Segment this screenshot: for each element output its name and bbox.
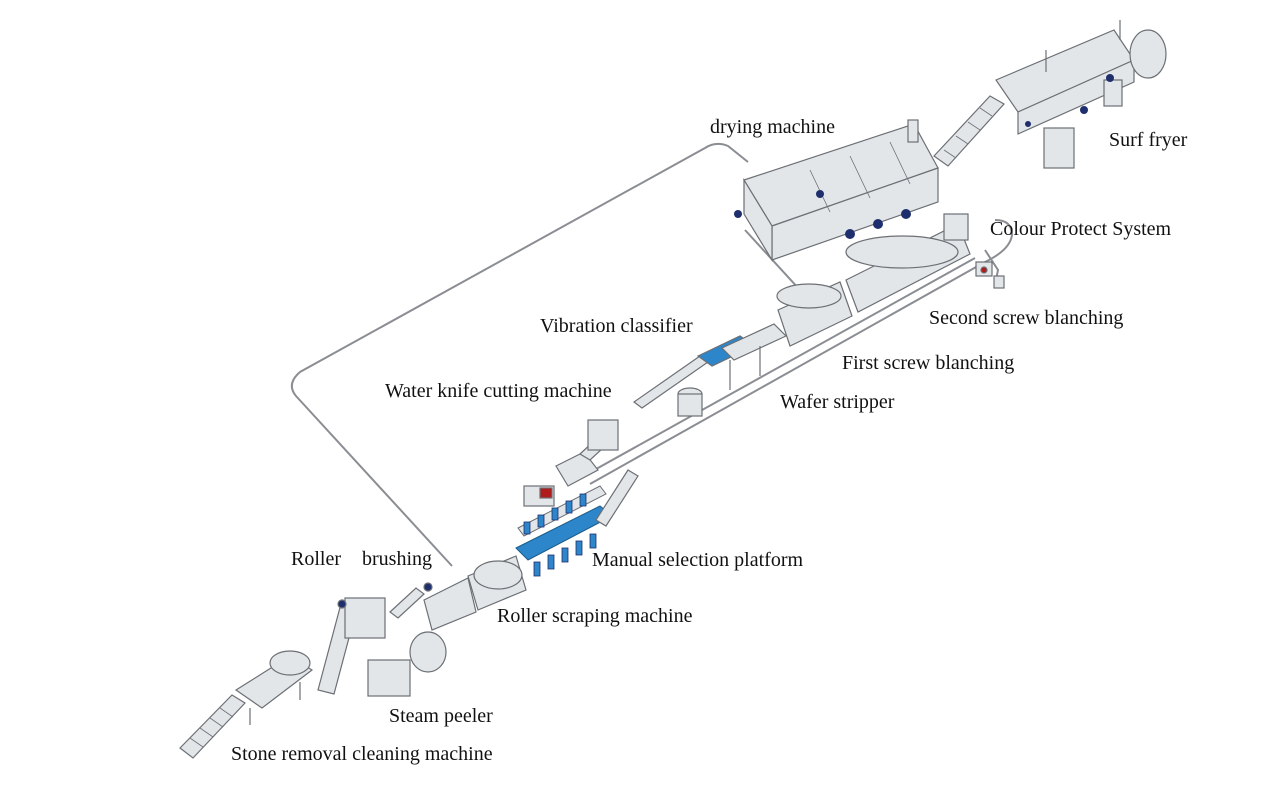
vibration-classifier-label: Vibration classifier — [540, 315, 693, 337]
colour-protect-system-label: Colour Protect System — [990, 218, 1172, 240]
brushing-label: brushing — [362, 548, 432, 570]
vibration-classifier — [632, 323, 788, 417]
pipe-upper-parallel — [579, 257, 976, 479]
colour-protect-system — [975, 261, 1005, 289]
wafer-stripper-label: Wafer stripper — [780, 391, 895, 413]
first-screw-blanching — [776, 281, 853, 347]
second-screw-blanching-label: Second screw blanching — [929, 307, 1124, 329]
fryer-incline-conveyor — [933, 95, 1005, 167]
surf-fryer-label: Surf fryer — [1109, 129, 1188, 151]
roller-label: Roller — [291, 548, 341, 570]
steam-peeler-label: Steam peeler — [389, 705, 493, 727]
drying-machine — [734, 119, 939, 263]
roller-scraping-machine — [423, 555, 527, 631]
roller-scraping-machine-label: Roller scraping machine — [497, 605, 693, 627]
stone-removal-cleaning-machine — [179, 650, 314, 759]
first-screw-blanching-label: First screw blanching — [842, 352, 1015, 374]
pipe-wafer-to-colour — [589, 219, 1014, 485]
water-knife-cutting-machine-label: Water knife cutting machine — [385, 380, 612, 402]
return-pipe — [290, 142, 749, 567]
surf-fryer — [995, 20, 1167, 169]
second-screw-blanching — [845, 213, 971, 313]
manual-selection-platform — [515, 485, 613, 577]
water-knife-cutting-machine — [523, 419, 639, 527]
manual-selection-platform-label: Manual selection platform — [592, 549, 804, 571]
drying-machine-label: drying machine — [710, 116, 835, 138]
stone-removal-cleaning-machine-label: Stone removal cleaning machine — [231, 743, 493, 765]
steam-peeler — [317, 587, 447, 697]
